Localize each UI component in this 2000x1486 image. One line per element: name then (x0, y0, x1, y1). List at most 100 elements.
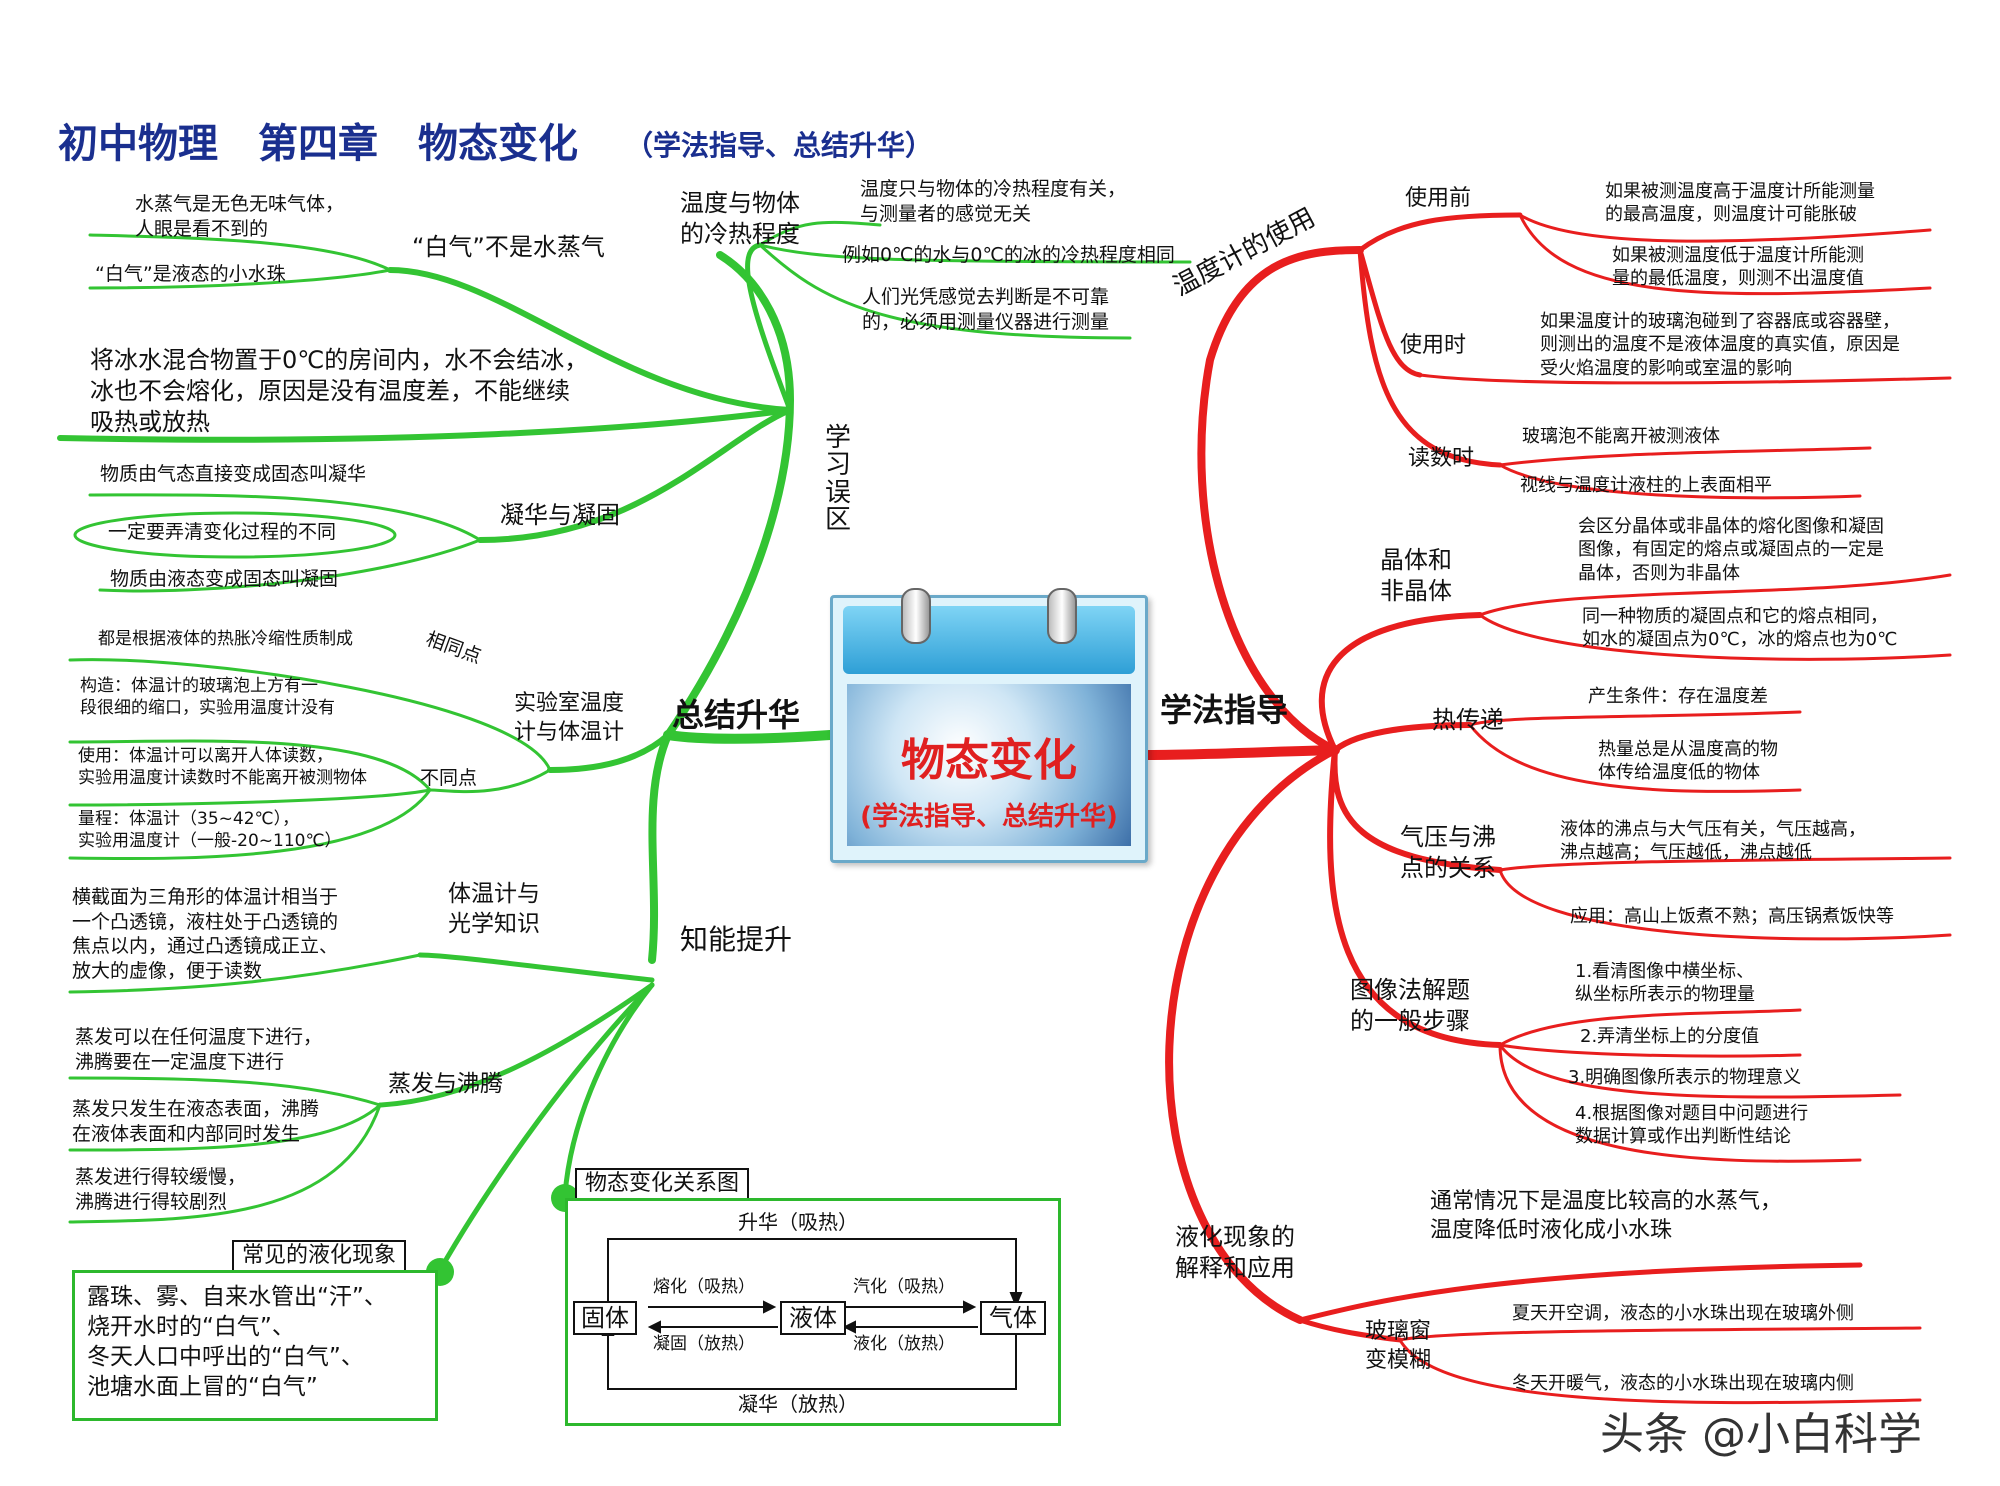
thermometer-diff-item: 量程：体温计（35~42℃）， 实验用温度计（一般-20~110℃） (78, 809, 342, 852)
pressure-item: 应用：高山上饭煮不熟；高压锅煮饭快等 (1570, 906, 1894, 927)
pressure-label: 气压与沸 点的关系 (1400, 823, 1496, 883)
liquefy-common-tab: 常见的液化现象 (232, 1240, 407, 1272)
calendar-header (843, 588, 1135, 674)
branch-crystal (1318, 612, 1483, 753)
center-topic: 物态变化 (学法指导、总结升华) (830, 588, 1148, 863)
graph-item: 3.明确图像所表示的物理意义 (1568, 1067, 1802, 1088)
thermometer-same-text: 都是根据液体的热胀冷缩性质制成 (98, 629, 353, 649)
state-liquid: 液体 (780, 1301, 846, 1335)
before-item: 如果被测温度低于温度计所能测 量的最低温度，则测不出温度值 (1612, 245, 1864, 290)
deposit-item: 物质由气态直接变成固态叫凝华 (100, 463, 367, 485)
deposit-item: 一定要弄清变化过程的不同 (108, 521, 337, 543)
center-title: 物态变化 (901, 735, 1077, 786)
heat-item: 产生条件：存在温度差 (1588, 686, 1768, 707)
hotcold-label: 温度与物体 的冷热程度 (680, 189, 800, 249)
whitegas-label: “白气”不是水蒸气 (412, 233, 605, 261)
thermometer-label: 实验室温度 计与体温计 (514, 691, 625, 745)
during-label: 使用时 (1400, 333, 1467, 358)
hotcold-item: 人们光凭感觉去判断是不可靠 的，必须用测量仪器进行测量 (862, 286, 1110, 333)
heat-item: 热量总是从温度高的物 体传给温度低的物体 (1598, 739, 1778, 784)
label-liquefaction: 液化（放热） (853, 1334, 955, 1354)
graph-item: 2.弄清坐标上的分度值 (1580, 1026, 1760, 1047)
pressure-item: 液体的沸点与大气压有关，气压越高， 沸点越高；气压越低，沸点越低 (1560, 819, 1866, 864)
state-gas: 气体 (980, 1301, 1046, 1335)
branch-deposit (477, 407, 793, 543)
state-solid: 固体 (573, 1301, 637, 1335)
branch-hotcold (745, 242, 793, 413)
deposit-item: 物质由液态变成固态叫凝固 (110, 568, 339, 590)
thermometer-diff-label: 不同点 (420, 767, 478, 789)
relation-arrows (601, 1238, 1023, 1390)
optics-text: 横截面为三角形的体温计相当于 一个凸透镜，液柱处于凸透镜的 焦点以内，通过凸透镜… (72, 886, 339, 983)
page-title: 初中物理 第四章 物态变化 (58, 121, 578, 167)
reading-item: 玻璃泡不能离开被测液体 (1522, 426, 1720, 447)
branch-mistakes (664, 251, 795, 739)
branch-relation (562, 982, 655, 1198)
trunk-summary (663, 730, 835, 744)
branch-thermo-use (1197, 246, 1364, 754)
graph-item: 1.看清图像中横坐标、 纵坐标所表示的物理量 (1575, 961, 1755, 1006)
liquefy-common-panel: 露珠、雾、自来水管出“汗”、 烧开水时的“白气”、 冬天人口中呼出的“白气”、 … (72, 1270, 438, 1421)
during-text: 如果温度计的玻璃泡碰到了容器底或容器壁， 则测出的温度不是液体温度的真实值，原因… (1540, 311, 1900, 379)
reading-item: 视线与温度计液柱的上表面相平 (1520, 475, 1772, 496)
window-item: 冬天开暖气，液态的小水珠出现在玻璃内侧 (1512, 1373, 1854, 1394)
relation-tab: 物态变化关系图 (575, 1168, 750, 1200)
crystal-label: 晶体和 非晶体 (1380, 546, 1452, 606)
evap-item: 蒸发可以在任何温度下进行， 沸腾要在一定温度下进行 (75, 1026, 323, 1073)
branch-graph (1327, 747, 1503, 1048)
branch-icewater (57, 407, 793, 443)
label-freezing: 凝固（放热） (653, 1334, 755, 1354)
snow-tree-image: 物态变化 (学法指导、总结升华) (847, 684, 1131, 846)
branch-liquefy (1165, 746, 1339, 1324)
branch-guide-label: 学法指导 (1160, 691, 1289, 729)
page-subtitle: （学法指导、总结升华） (625, 129, 934, 162)
before-label: 使用前 (1405, 186, 1472, 211)
relation-panel: 固体 液体 气体 升华（吸热） 熔化（吸热） 汽化（吸热） 凝固（放热） 液化（… (565, 1198, 1061, 1426)
branch-mistakes-label: 学 习 误 区 (825, 423, 852, 535)
before-item: 如果被测温度高于温度计所能测量 的最高温度，则温度计可能胀破 (1605, 181, 1875, 226)
heat-label: 热传递 (1432, 706, 1504, 734)
window-item: 夏天开空调，液态的小水珠出现在玻璃外侧 (1512, 1303, 1854, 1324)
label-melting: 熔化（吸热） (653, 1277, 755, 1297)
whitegas-item: “白气”是液态的小水珠 (95, 263, 286, 285)
calendar-ring-icon (1047, 588, 1077, 644)
branch-thermometer (547, 732, 671, 773)
branch-summary-label: 总结升华 (672, 696, 801, 734)
thermometer-diff-item: 使用：体温计可以离开人体读数， 实验用温度计读数时不能离开被测物体 (78, 746, 367, 789)
branch-heat (1332, 722, 1473, 753)
label-deposition: 凝华（放热） (738, 1392, 858, 1416)
evap-label: 蒸发与沸腾 (388, 1071, 503, 1097)
graph-item: 4.根据图像对题目中问题进行 数据计算或作出判断性结论 (1575, 1103, 1809, 1148)
branch-optics (417, 952, 655, 983)
hotcold-item: 温度只与物体的冷热程度有关， 与测量者的感觉无关 (860, 178, 1127, 225)
liquefy-label: 液化现象的 解释和应用 (1175, 1223, 1295, 1283)
window-label: 玻璃窗 变模糊 (1365, 1319, 1432, 1373)
liquefy-common-text: 露珠、雾、自来水管出“汗”、 烧开水时的“白气”、 冬天人口中呼出的“白气”、 … (87, 1284, 387, 1400)
label-vaporization: 汽化（吸热） (853, 1277, 955, 1297)
calendar-ring-icon (901, 588, 931, 644)
trunk-guide (1137, 745, 1340, 760)
label-sublimation: 升华（吸热） (738, 1210, 858, 1234)
crystal-item: 同一种物质的凝固点和它的熔点相同， 如水的凝固点为0℃，冰的熔点也为0℃ (1582, 606, 1898, 651)
evap-item: 蒸发只发生在液态表面，沸腾 在液体表面和内部同时发生 (72, 1098, 320, 1145)
crystal-item: 会区分晶体或非晶体的熔化图像和凝固 图像，有固定的熔点或凝固点的一定是 晶体，否… (1578, 516, 1884, 584)
optics-label: 体温计与 光学知识 (448, 881, 540, 937)
whitegas-item: 水蒸气是无色无味气体， 人眼是看不到的 (135, 193, 345, 240)
deposit-label: 凝华与凝固 (500, 501, 620, 529)
branch-evap (377, 982, 655, 1108)
evap-item: 蒸发进行得较缓慢， 沸腾进行得较剧烈 (75, 1166, 247, 1213)
thermometer-diff-item: 构造：体温计的玻璃泡上方有一 段很细的缩口，实验用温度计没有 (80, 676, 335, 719)
watermark: 头条 @小白科学 (1600, 1409, 1922, 1460)
branch-whitegas (387, 267, 793, 413)
branch-ability-label: 知能提升 (680, 923, 793, 956)
reading-label: 读数时 (1408, 446, 1475, 471)
branch-liquefy-common (437, 982, 655, 1273)
icewater-text: 将冰水混合物置于0℃的房间内，水不会结冰， 冰也不会熔化，原因是没有温度差，不能… (90, 346, 589, 437)
hotcold-item: 例如0℃的水与0℃的冰的冷热程度相同 (842, 244, 1175, 266)
trunk-ability (648, 731, 672, 964)
liquefy-text: 通常情况下是温度比较高的水蒸气， 温度降低时液化成小水珠 (1430, 1189, 1783, 1243)
center-subtitle: (学法指导、总结升华) (860, 802, 1118, 832)
graph-label: 图像法解题 的一般步骤 (1350, 976, 1470, 1036)
